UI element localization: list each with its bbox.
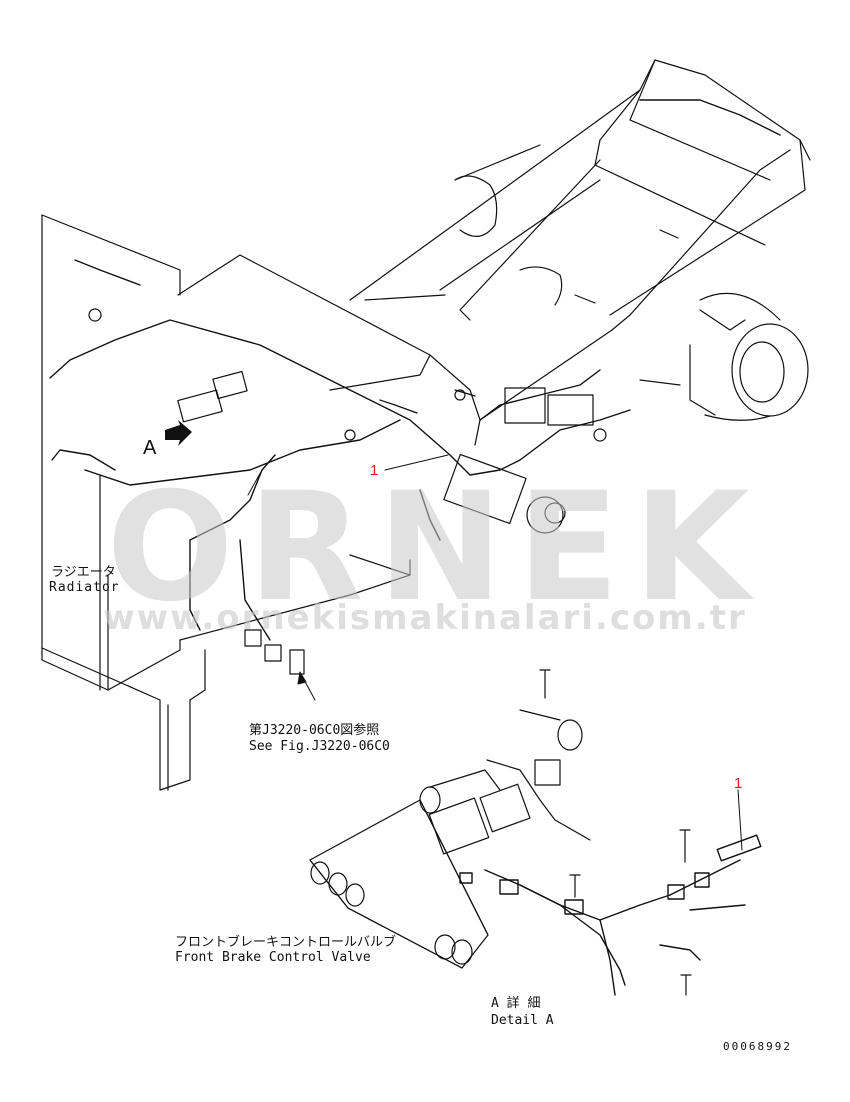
bolts-upper [379,229,679,414]
detail-a-label-en: Detail A [491,1013,554,1028]
brake-valve-label-jp: フロントブレーキコントロールバルブ [175,935,397,950]
callout-1-upper: 1 [370,462,379,479]
main-frame-outline [349,59,811,446]
radiator-label-jp: ラジエータ [51,565,116,580]
axle-drum [699,292,809,421]
view-a-marker: A [143,437,157,459]
detail-a-bolts [539,669,692,996]
part-number: 00068992 [723,1040,792,1053]
figure-reference-jp: 第J3220-06C0図参照 [249,723,380,738]
view-a-arrow [165,420,192,446]
brake-valve-label-en: Front Brake Control Valve [175,950,371,965]
harness-connectors [88,308,607,675]
wiring-harness-main [49,99,781,641]
frame-cross-members [454,144,563,306]
detail-a-harness [459,834,762,996]
detail-a-label-jp: A 詳 細 [491,996,541,1011]
leader-lines [247,454,743,851]
watermark-url: www.ornekismakinalari.com.tr [103,598,747,638]
figure-reference-en: See Fig.J3220-06C0 [249,739,390,754]
solenoid-assembly [419,709,591,855]
radiator-label-en: Radiator [49,580,120,595]
callout-1-lower: 1 [734,775,743,792]
radiator-outline [41,214,206,791]
brake-valve-block [309,799,489,969]
watermark-brand: ORNEK [106,461,764,635]
